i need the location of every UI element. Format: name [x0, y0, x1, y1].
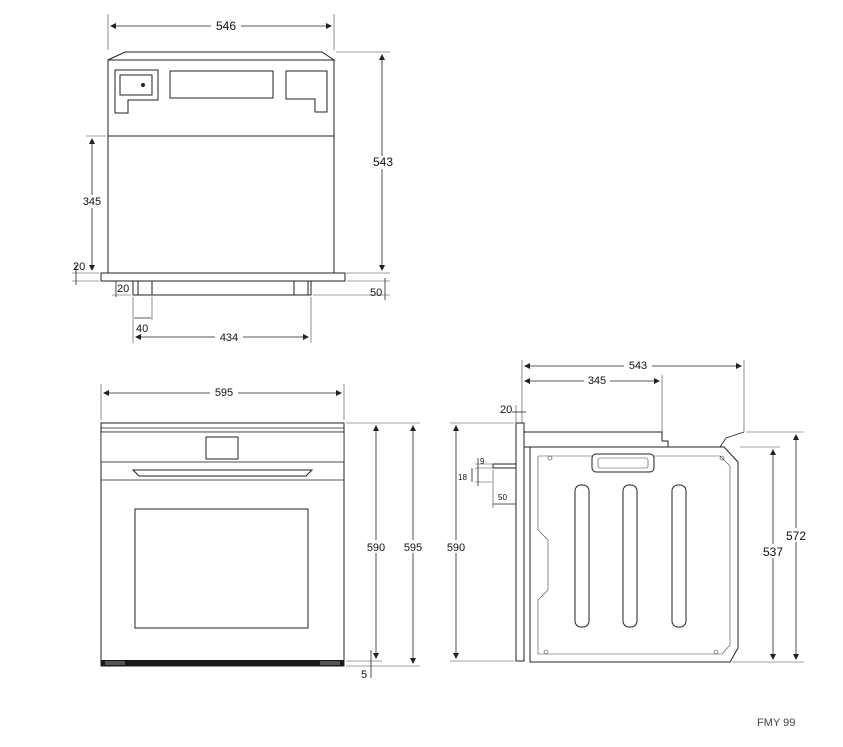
- dim-height-right: 543: [373, 155, 393, 169]
- dim-side-height-right: 572: [786, 529, 806, 543]
- top-view-front-frame: [100, 272, 346, 282]
- dim-width-top: 546: [216, 19, 236, 33]
- front-view: 595 590 595 5: [100, 384, 425, 681]
- side-view-cavity: [537, 455, 731, 655]
- side-view-rail-1: [574, 484, 590, 628]
- dim-frame-thickness: 20: [73, 261, 85, 273]
- top-view-foot-left: [137, 280, 153, 296]
- front-view-window: [134, 508, 309, 629]
- dim-side-depth-partial: 345: [588, 375, 606, 387]
- side-view-door-handle: [492, 463, 517, 469]
- dim-bottom-gap: 5: [361, 669, 367, 681]
- top-view-vent: [169, 70, 274, 99]
- side-view: 543 345 20: [444, 358, 810, 663]
- dim-side-front-thickness: 20: [500, 404, 512, 416]
- top-view-foot-right: [293, 280, 309, 296]
- dim-front-height-outer: 595: [404, 542, 422, 554]
- top-view-socket-dot: [141, 83, 145, 87]
- dim-front-offset: 20: [117, 283, 129, 295]
- top-view-body: [107, 135, 335, 274]
- side-view-door: [515, 422, 525, 662]
- front-view-base-strip: [101, 660, 344, 666]
- side-view-rail-2: [622, 484, 638, 628]
- dim-side-height-front: 590: [447, 542, 465, 554]
- dim-depth-bottom: 50: [370, 287, 382, 299]
- dim-side-height-inner: 537: [763, 545, 783, 559]
- top-view-bracket-right: [285, 70, 328, 113]
- dim-side-depth-total: 543: [629, 360, 647, 372]
- side-view-rear-hook: [719, 431, 745, 448]
- dim-front-height-inner: 590: [367, 542, 385, 554]
- front-view-handle: [131, 469, 314, 477]
- side-view-handle-cut: [591, 453, 655, 473]
- front-view-display: [205, 436, 239, 460]
- dim-handle-depth: 50: [498, 493, 507, 502]
- dim-base-width: 434: [220, 332, 238, 344]
- top-view-rear-lip: [107, 51, 336, 61]
- dim-handle-height: 18: [458, 473, 467, 482]
- dim-height-left: 345: [83, 196, 101, 208]
- dim-handle-gap: 9: [480, 457, 485, 466]
- model-code: FMY 99: [757, 717, 796, 729]
- dim-left-offset: 40: [136, 323, 148, 335]
- dim-front-width: 595: [215, 387, 233, 399]
- top-view: 546 543 345 20 20 50 40 434: [72, 14, 396, 344]
- top-view-door: [132, 280, 312, 296]
- side-view-rail-3: [671, 484, 687, 628]
- side-view-top-plate: [523, 431, 669, 448]
- top-view-socket-inner: [119, 74, 153, 96]
